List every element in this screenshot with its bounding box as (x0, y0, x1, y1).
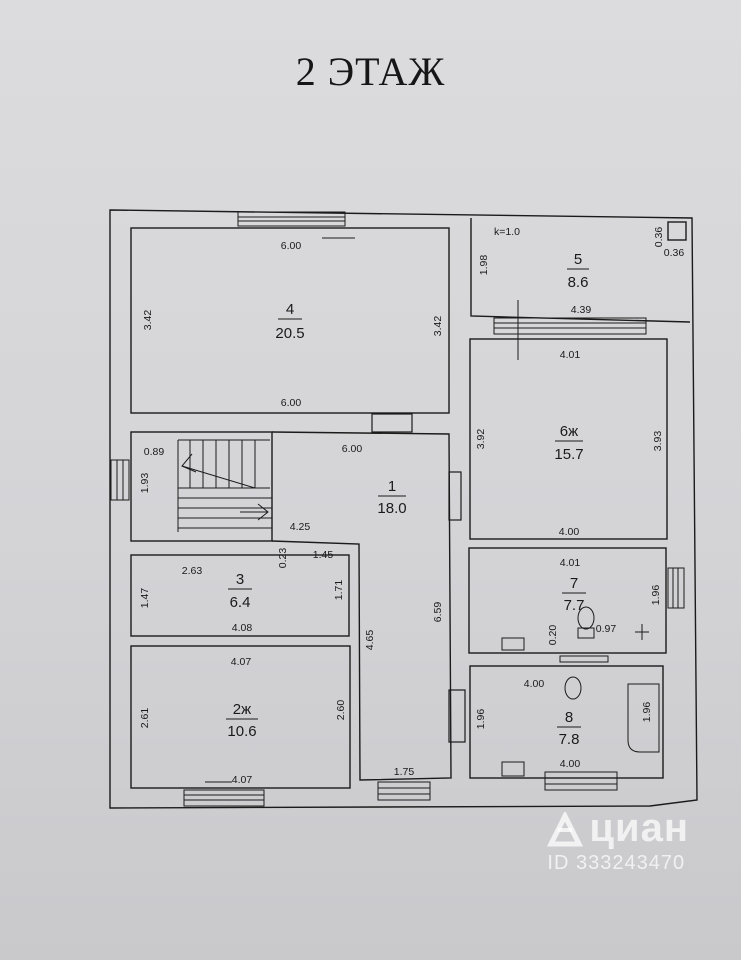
room-2-dim-right: 2.60 (335, 700, 347, 721)
room-4-number: 4 (286, 301, 294, 318)
room-4-outline (130, 227, 450, 414)
room-5-dim-column-v: 0.36 (653, 227, 665, 248)
room-1-dim-step: 4.25 (290, 521, 311, 533)
plan-title: 2 ЭТАЖ (295, 49, 446, 94)
room-7-dim-fixture: 0.97 (596, 623, 617, 635)
room-7-outline (468, 547, 667, 654)
room-2-area: 10.6 (227, 723, 256, 740)
room-6-dim-top: 4.01 (560, 349, 581, 361)
room-7-dim-wall: 0.20 (547, 625, 559, 646)
room-1-dim-bottom: 1.75 (394, 766, 415, 778)
stair-dim-top: 0.89 (144, 446, 165, 458)
room-7-area: 7.7 (564, 597, 585, 614)
windows (110, 211, 685, 807)
room-3-dim-left: 1.47 (139, 588, 151, 609)
room-6-area: 15.7 (554, 446, 583, 463)
room-8-number: 8 (565, 709, 573, 726)
room-8-dim-top: 4.00 (524, 678, 545, 690)
room-4-dim-right: 3.42 (432, 316, 444, 337)
room-5-number: 5 (574, 251, 582, 268)
room-6-dim-bottom: 4.00 (559, 526, 580, 538)
room-5-dim-column-h: 0.36 (664, 247, 685, 259)
room-5-dim-left: 1.98 (478, 255, 490, 276)
watermark: циан ID 333243470 (547, 808, 689, 875)
room-4-dim-left: 3.42 (142, 310, 154, 331)
room-5-corner-column (667, 221, 687, 241)
room-1-dim-top: 6.00 (342, 443, 363, 455)
room-labels: 4 20.5 5 8.6 6ж 15.7 1 18.0 3 6.4 7 7.7 … (226, 251, 589, 748)
room-3-dim-bottom: 4.08 (232, 622, 253, 634)
room-7-number: 7 (570, 575, 578, 592)
room-2-dim-bottom: 4.07 (232, 774, 253, 786)
room-6-number: 6ж (560, 423, 578, 440)
room-1-area: 18.0 (377, 500, 406, 517)
room-8-area: 7.8 (559, 731, 580, 748)
room-5-outline (470, 218, 691, 323)
room-5-k-label: k=1.0 (494, 226, 520, 238)
room-8-dim-bottom: 4.00 (560, 758, 581, 770)
cian-logo-icon (547, 812, 584, 847)
room-1-dim-right: 6.59 (432, 602, 444, 623)
bathroom-fixtures (205, 237, 660, 783)
dimension-labels: 6.00 3.42 3.42 6.00 k=1.0 1.98 0.36 0.36… (139, 226, 684, 786)
stair-dim-left: 1.93 (139, 473, 151, 494)
room-2-outline (130, 645, 351, 789)
room-5-dim-bottom: 4.39 (571, 304, 592, 316)
outer-wall (109, 209, 698, 809)
wall-segments (371, 413, 466, 743)
room-6-dim-right: 3.93 (652, 431, 664, 452)
room-3-number: 3 (236, 571, 244, 588)
room-2-dim-left: 2.61 (139, 708, 151, 729)
watermark-id: ID 333243470 (547, 852, 686, 875)
room-3-outline (130, 554, 350, 637)
watermark-brand: циан (589, 806, 689, 850)
room-5-area: 8.6 (568, 274, 589, 291)
room-1-outline (271, 431, 452, 781)
room-8-dim-right: 1.96 (641, 702, 653, 723)
room-7-dim-top: 4.01 (560, 557, 581, 569)
room-6-dim-left: 3.92 (475, 429, 487, 450)
stairs (177, 439, 272, 532)
stair-area-outline (130, 431, 273, 542)
room-1-number: 1 (388, 478, 396, 495)
room-1-dim-corridor: 4.65 (364, 630, 376, 651)
room-4-dim-bottom: 6.00 (281, 397, 302, 409)
room-4-area: 20.5 (275, 325, 304, 342)
room-3-dim-right: 1.71 (333, 580, 345, 601)
room-3-area: 6.4 (230, 594, 251, 611)
room-2-dim-top: 4.07 (231, 656, 252, 668)
room-4-dim-top: 6.00 (281, 240, 302, 252)
room-3-dim-niche-width: 1.45 (313, 549, 334, 561)
room-7-dim-right: 1.96 (650, 585, 662, 606)
room-6-outline (469, 338, 668, 540)
room-8-dim-left: 1.96 (475, 709, 487, 730)
room-3-dim-top: 2.63 (182, 565, 203, 577)
room-3-dim-niche: 0.23 (277, 548, 289, 569)
watermark-brand-row: циан (547, 808, 689, 848)
room-2-number: 2ж (233, 701, 251, 718)
